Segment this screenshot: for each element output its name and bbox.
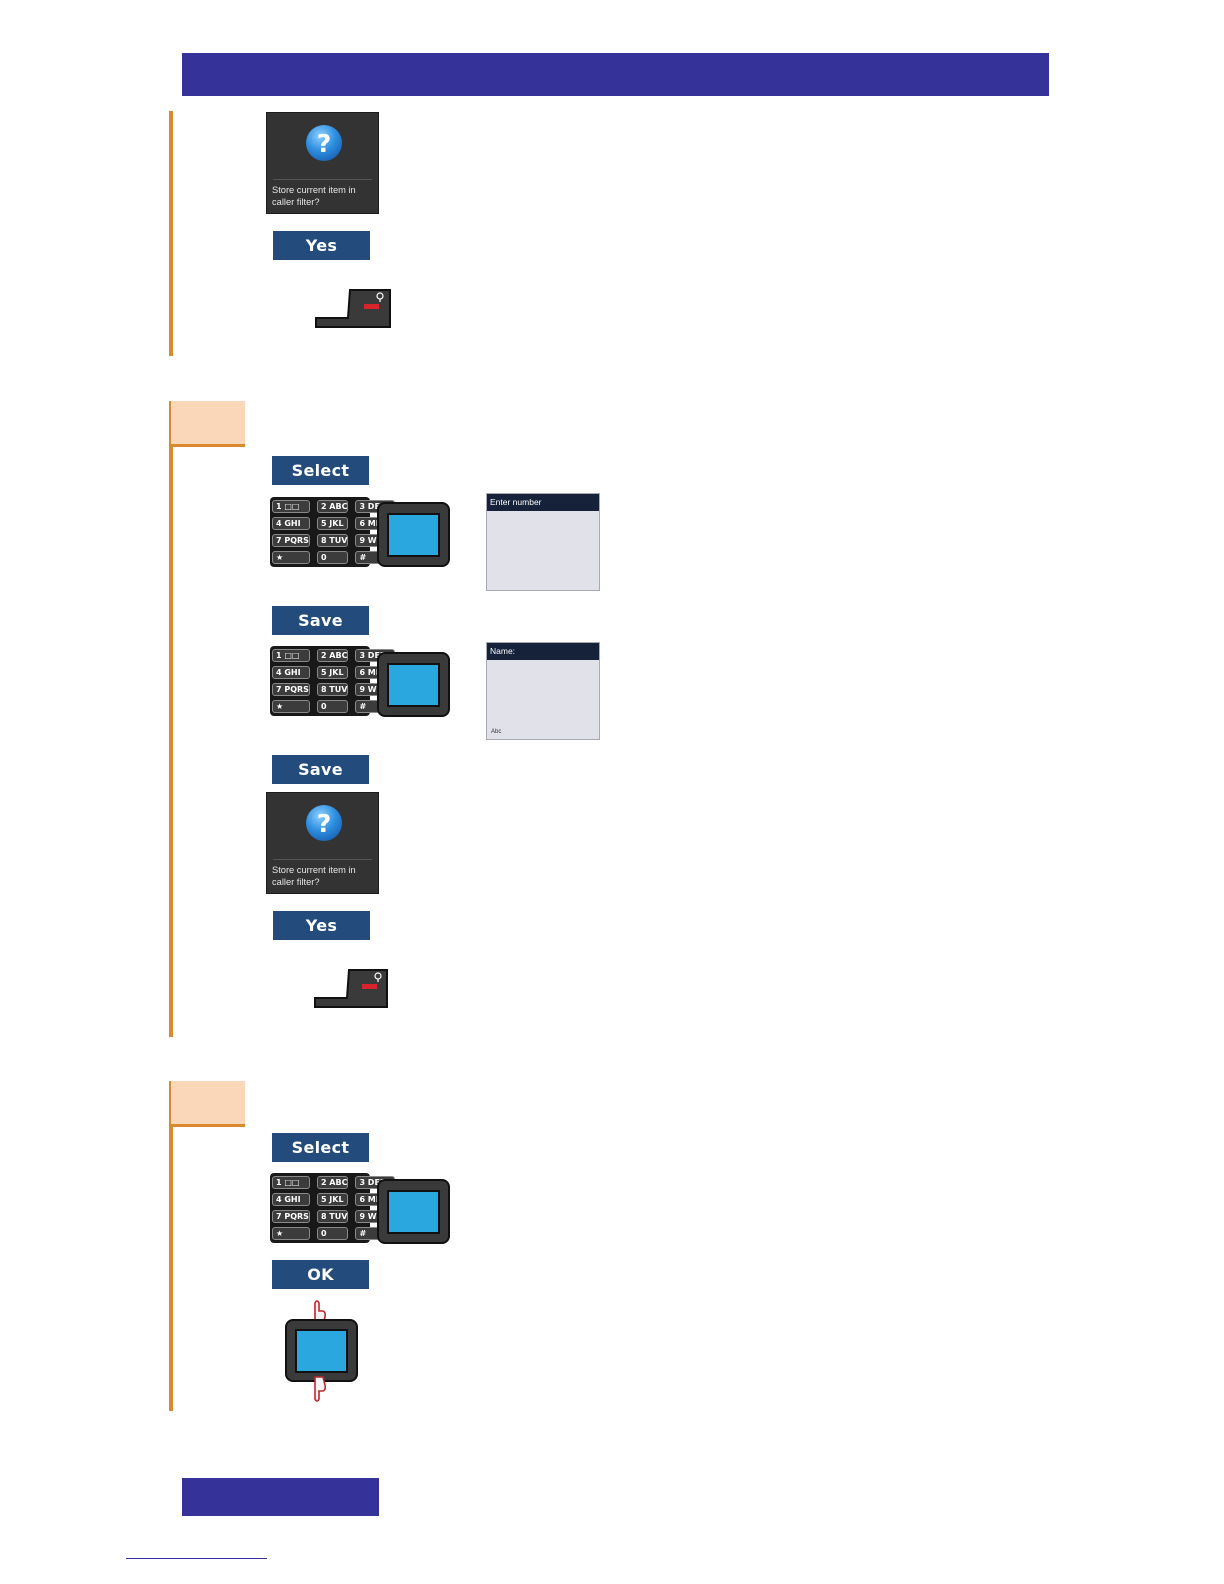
- key-7[interactable]: 7 PQRS: [272, 534, 310, 547]
- key-5[interactable]: 5 JKL: [316, 666, 349, 679]
- key-star[interactable]: ★: [272, 551, 310, 564]
- navigation-key-icon[interactable]: [377, 1179, 450, 1244]
- navigation-key-icon[interactable]: [285, 1319, 358, 1382]
- footer-rule: [126, 1558, 267, 1559]
- section-1-rule: [169, 111, 173, 356]
- hook-on-icon: [314, 287, 392, 329]
- key-1[interactable]: 1 □□: [272, 1176, 310, 1189]
- key-5[interactable]: 5 JKL: [316, 517, 349, 530]
- select-softkey-1[interactable]: Select: [272, 456, 369, 485]
- key-4[interactable]: 4 GHI: [272, 1193, 310, 1206]
- dialog-divider: [273, 859, 372, 860]
- save-softkey-2[interactable]: Save: [272, 755, 369, 784]
- step-marker-3: [171, 1081, 245, 1127]
- key-7[interactable]: 7 PQRS: [272, 1210, 310, 1223]
- yes-softkey-1[interactable]: Yes: [273, 231, 370, 260]
- save-softkey-1[interactable]: Save: [272, 606, 369, 635]
- key-2[interactable]: 2 ABC: [316, 1176, 349, 1189]
- step-marker-2: [171, 401, 245, 447]
- key-0[interactable]: 0: [316, 551, 349, 564]
- screen-header: Name:: [487, 643, 599, 660]
- key-5[interactable]: 5 JKL: [316, 1193, 349, 1206]
- input-mode-label: Abc: [491, 729, 502, 735]
- ok-softkey[interactable]: OK: [272, 1260, 369, 1289]
- section-3-rule: [169, 1081, 173, 1411]
- key-star[interactable]: ★: [272, 700, 310, 713]
- navigation-key-icon[interactable]: [377, 652, 450, 717]
- key-4[interactable]: 4 GHI: [272, 517, 310, 530]
- keypad-1[interactable]: 1 □□ 2 ABC 3 DEF 4 GHI 5 JKL 6 MNO 7 PQR…: [270, 497, 396, 567]
- section-2-rule: [169, 401, 173, 1037]
- key-star[interactable]: ★: [272, 1227, 310, 1240]
- keypad-2[interactable]: 1 □□ 2 ABC 3 DEF 4 GHI 5 JKL 6 MNO 7 PQR…: [270, 646, 396, 716]
- key-0[interactable]: 0: [316, 1227, 349, 1240]
- screen-header: Enter number: [487, 494, 599, 511]
- key-1[interactable]: 1 □□: [272, 500, 310, 513]
- enter-number-screen: Enter number: [486, 493, 600, 591]
- dialog-text: Store current item in caller filter?: [272, 185, 356, 207]
- help-question-icon: ?: [306, 125, 342, 161]
- key-0[interactable]: 0: [316, 700, 349, 713]
- key-8[interactable]: 8 TUV: [316, 534, 349, 547]
- dialog-divider: [273, 179, 372, 180]
- yes-softkey-2[interactable]: Yes: [273, 911, 370, 940]
- dialog-text: Store current item in caller filter?: [272, 865, 356, 887]
- confirm-dialog-1: ? Store current item in caller filter?: [266, 112, 379, 214]
- name-screen: Name: Abc: [486, 642, 600, 740]
- key-1[interactable]: 1 □□: [272, 649, 310, 662]
- hook-on-icon: [313, 967, 391, 1009]
- key-4[interactable]: 4 GHI: [272, 666, 310, 679]
- key-8[interactable]: 8 TUV: [316, 1210, 349, 1223]
- page-footer-bar: [182, 1478, 379, 1516]
- key-7[interactable]: 7 PQRS: [272, 683, 310, 696]
- help-question-icon: ?: [306, 805, 342, 841]
- key-2[interactable]: 2 ABC: [316, 649, 349, 662]
- keypad-3[interactable]: 1 □□ 2 ABC 3 DEF 4 GHI 5 JKL 6 MNO 7 PQR…: [270, 1173, 396, 1243]
- page-header-bar: [182, 53, 1049, 96]
- navigation-key-icon[interactable]: [377, 502, 450, 567]
- key-2[interactable]: 2 ABC: [316, 500, 349, 513]
- finger-down-icon: [306, 1375, 328, 1405]
- select-softkey-2[interactable]: Select: [272, 1133, 369, 1162]
- confirm-dialog-2: ? Store current item in caller filter?: [266, 792, 379, 894]
- key-8[interactable]: 8 TUV: [316, 683, 349, 696]
